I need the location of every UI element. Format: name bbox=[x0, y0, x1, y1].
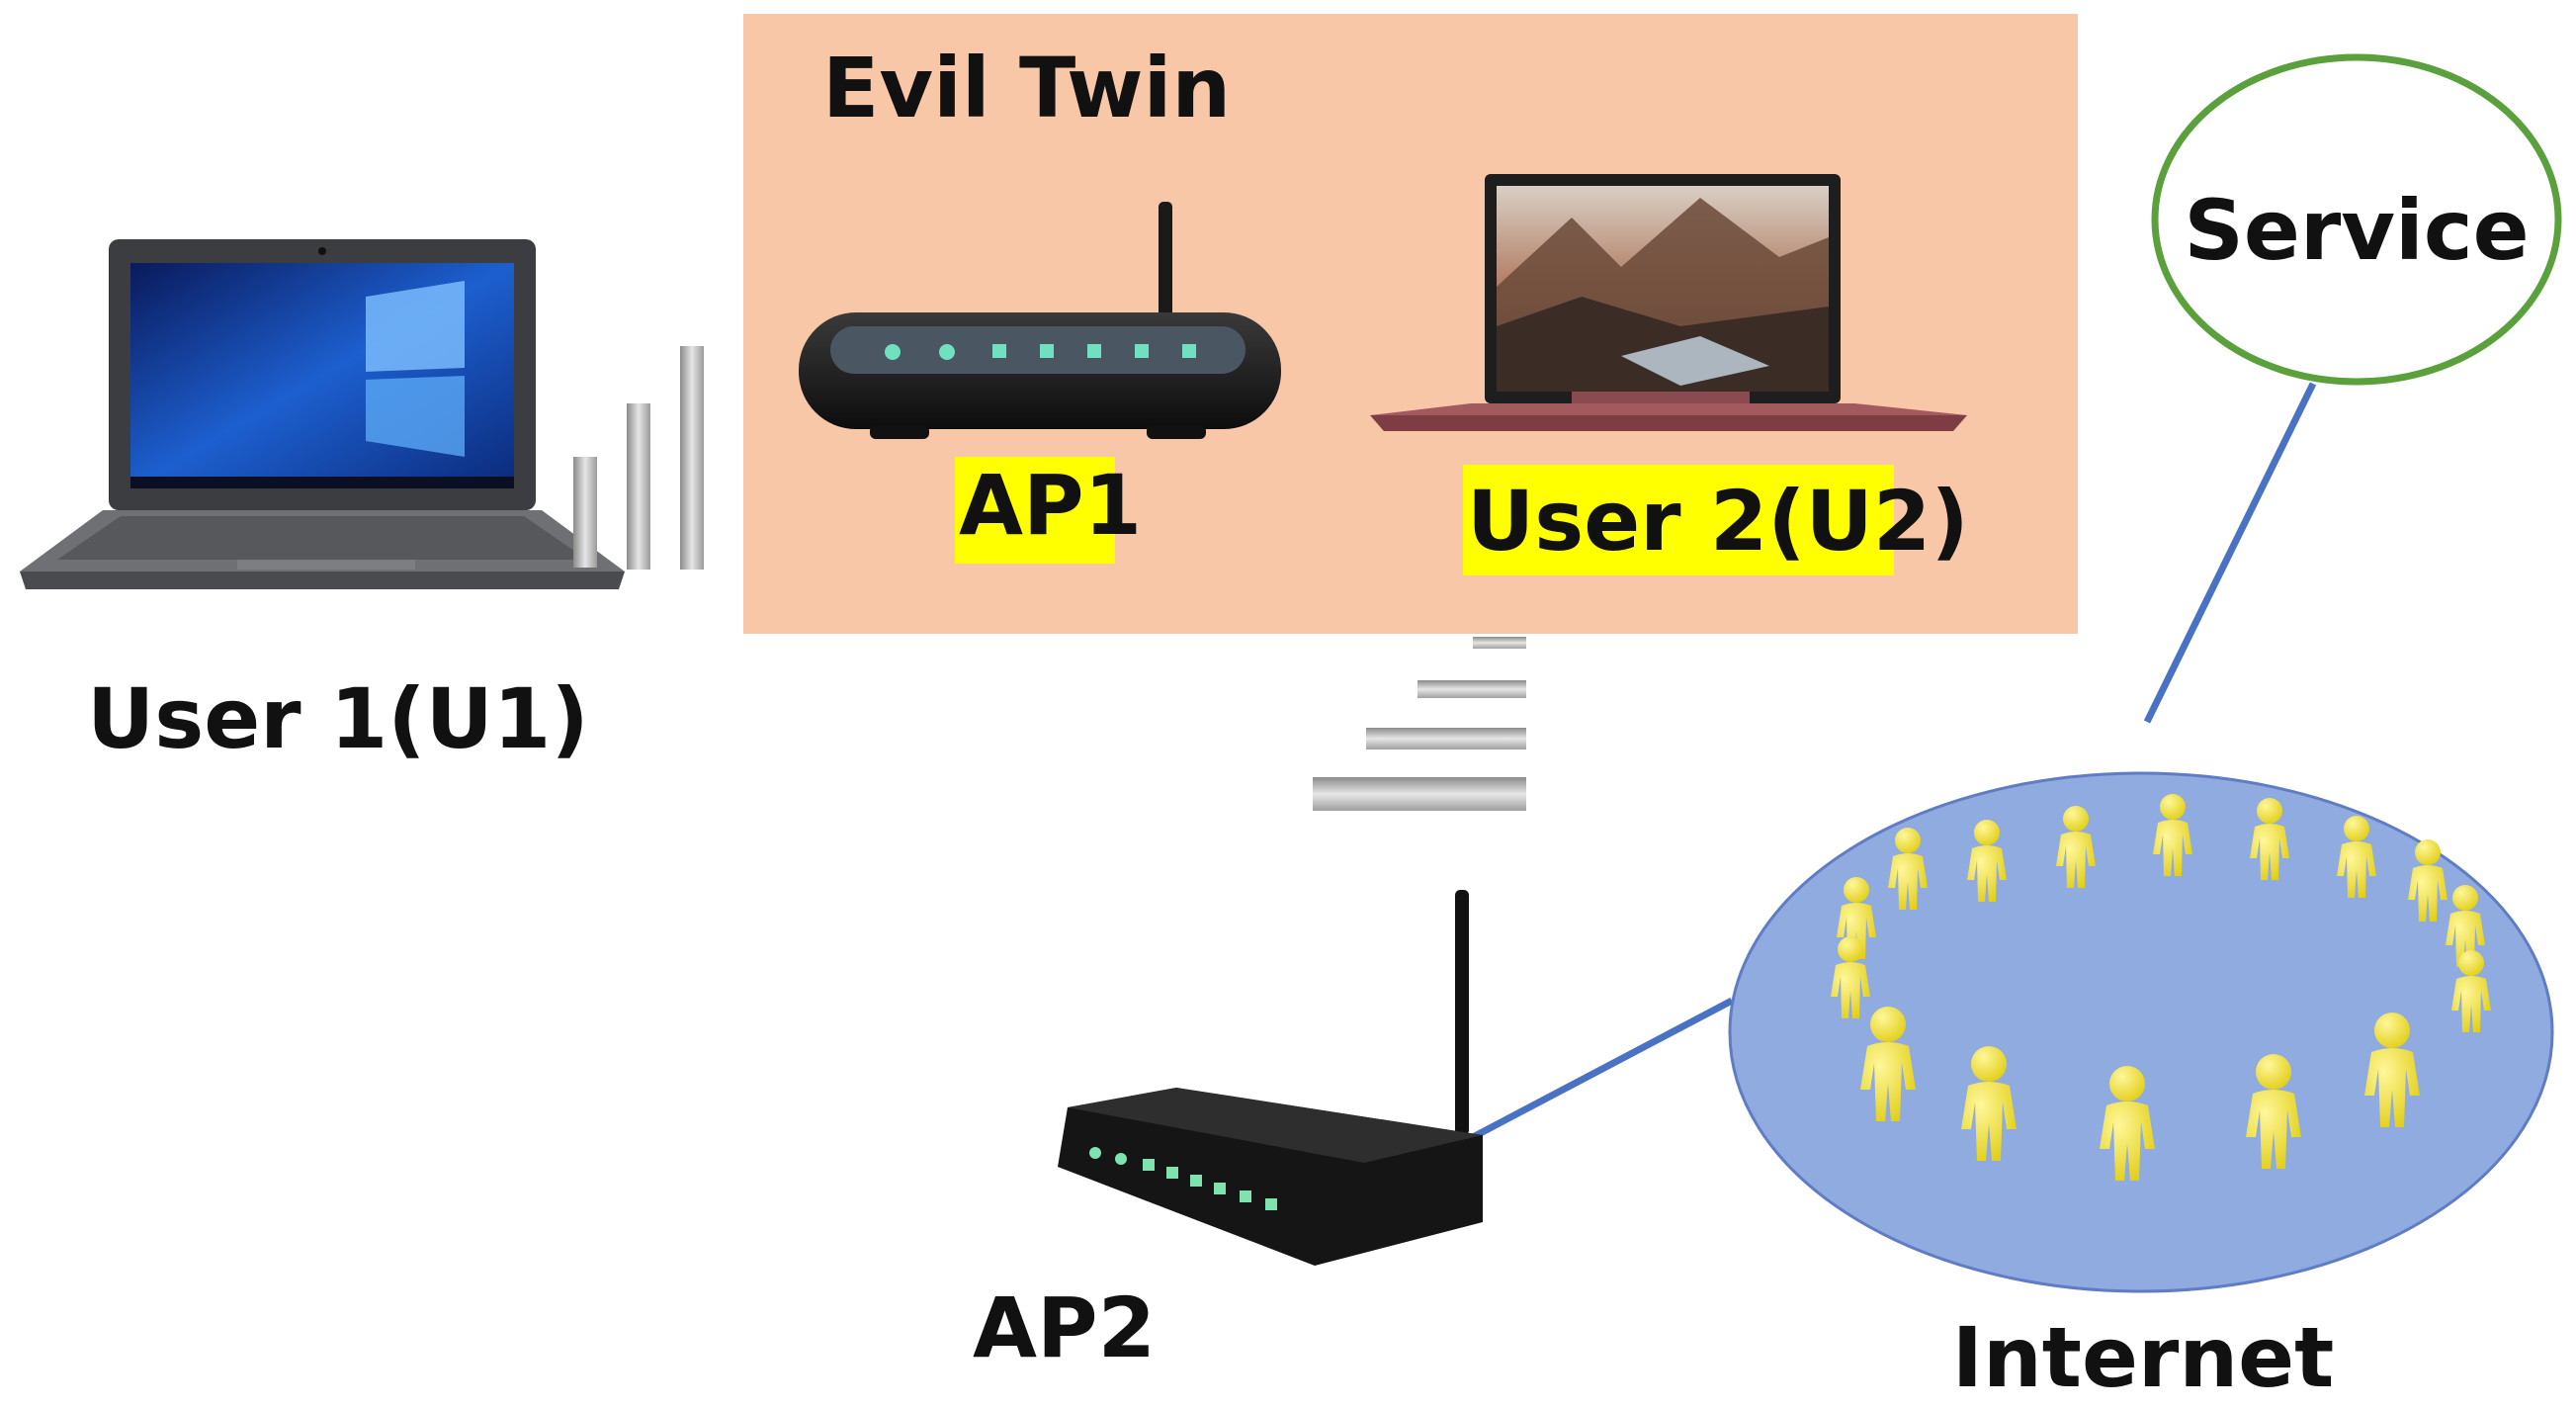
ap2-label: AP2 bbox=[973, 1279, 1156, 1376]
ap2-router-icon bbox=[1058, 890, 1483, 1266]
ap2-signal-icon bbox=[1313, 637, 1526, 811]
ap2-internet-link bbox=[1471, 997, 1734, 1141]
user1-label: User 1(U1) bbox=[87, 670, 589, 767]
ap1-label-highlight bbox=[955, 457, 1115, 564]
service-label: Service bbox=[2184, 182, 2529, 279]
evil-twin-title: Evil Twin bbox=[822, 40, 1231, 136]
service-node bbox=[2151, 53, 2562, 386]
user2-label: User 2(U2) bbox=[1467, 473, 1969, 570]
user1-signal-icon bbox=[573, 346, 704, 570]
ap1-label: AP1 bbox=[959, 457, 1142, 554]
service-internet-link bbox=[2143, 382, 2317, 724]
user2-laptop-icon bbox=[1370, 174, 1967, 431]
internet-label: Internet bbox=[1952, 1309, 2335, 1406]
user1-laptop-icon bbox=[20, 239, 625, 589]
internet-node bbox=[1728, 771, 2554, 1293]
ap1-router-icon bbox=[799, 202, 1281, 439]
user2-label-highlight bbox=[1463, 465, 1894, 575]
